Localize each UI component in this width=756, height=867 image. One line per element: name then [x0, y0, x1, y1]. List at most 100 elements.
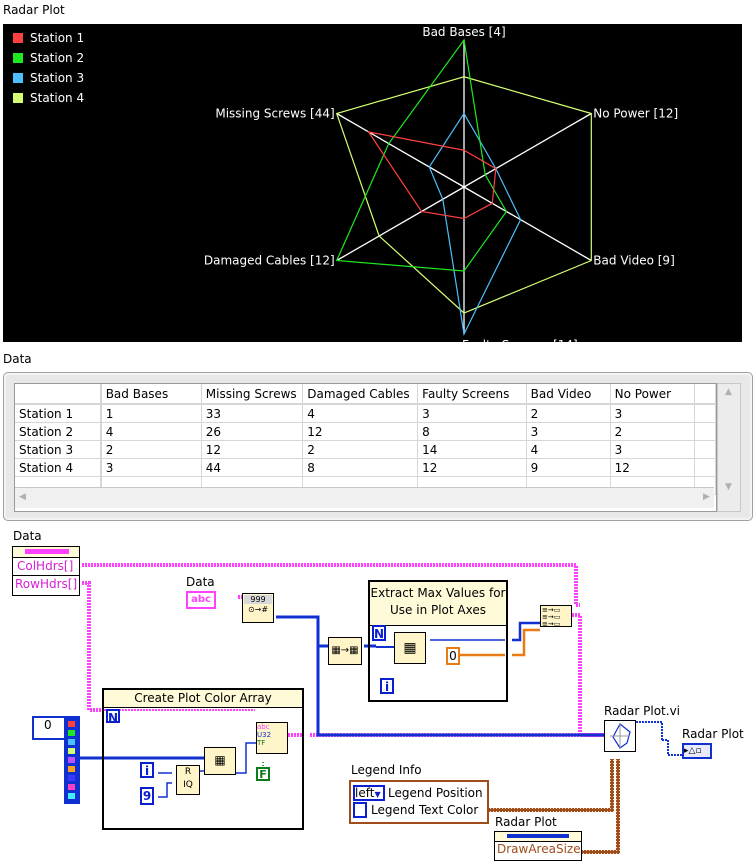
column-header[interactable]: Missing Screws [201, 384, 304, 405]
table-cell[interactable]: 26 [201, 422, 304, 441]
radar-axis-label: Missing Screws [44] [215, 107, 334, 121]
array-max-min-node[interactable]: ▦ [394, 632, 426, 664]
radar-plot[interactable]: Bad Bases [4]No Power [12]Bad Video [9]F… [3, 24, 742, 342]
radar-plot-indicator-terminal[interactable]: ▸△▫ [682, 743, 712, 759]
table-cell[interactable] [694, 404, 716, 423]
column-header[interactable] [15, 384, 102, 405]
column-header[interactable]: Damaged Cables [302, 384, 419, 405]
vertical-scrollbar[interactable]: ▲ ▼ [717, 383, 741, 512]
index-array-node[interactable]: ▦ [204, 747, 236, 775]
loop-count-terminal[interactable]: N [372, 625, 386, 641]
radar-axis-label: Bad Video [9] [593, 254, 674, 268]
table-cell[interactable]: 14 [417, 440, 527, 459]
radar-indicator-label: Radar Plot [682, 727, 744, 741]
row-header[interactable]: Station 2 [15, 422, 102, 441]
cluster-color-bar [25, 549, 69, 554]
rowhdrs-element[interactable]: RowHdrs[] [15, 577, 78, 591]
row-header[interactable]: Station 4 [15, 458, 102, 477]
property-node-label: Radar Plot [495, 815, 557, 829]
table-cell[interactable]: 12 [417, 458, 527, 477]
table-cell[interactable]: 12 [302, 422, 419, 441]
table-cell[interactable]: 12 [610, 458, 696, 477]
legend-label: Station 2 [30, 51, 85, 65]
color-array-constant[interactable] [64, 716, 80, 804]
legend-position-label: Legend Position [388, 786, 483, 800]
table-cell[interactable]: 3 [417, 404, 527, 423]
scroll-down-icon[interactable]: ▼ [725, 482, 732, 492]
table-cell[interactable]: 33 [201, 404, 304, 423]
false-constant[interactable]: F [256, 767, 270, 781]
legend-position-ring[interactable]: left▼ [353, 785, 385, 801]
table-cell[interactable]: 8 [302, 458, 419, 477]
table-cell[interactable]: 2 [610, 422, 696, 441]
radar-axis-line [463, 112, 592, 188]
radar-plot-label: Radar Plot [3, 3, 65, 17]
data-terminal[interactable]: abc [186, 591, 216, 609]
color-array-index[interactable]: 0 [32, 716, 66, 740]
loop-iteration-terminal: i [380, 678, 394, 694]
waveform-icon: ▸△▫ [684, 746, 702, 756]
legend-text-color-box[interactable] [353, 802, 367, 818]
horizontal-scrollbar[interactable]: ◀ ▶ [15, 487, 714, 508]
table-cell[interactable]: 4 [100, 422, 202, 441]
table-cell[interactable]: 3 [100, 458, 202, 477]
loop-count-terminal[interactable]: N [106, 709, 120, 725]
column-header[interactable] [694, 384, 716, 405]
color-swatch [68, 739, 75, 745]
transpose-icon: ▦→▦ [331, 645, 359, 656]
table-cell[interactable]: 4 [526, 440, 611, 459]
radar-plot-subvi[interactable] [604, 720, 636, 752]
column-header[interactable]: No Power [610, 384, 696, 405]
table-cell[interactable]: 8 [417, 422, 527, 441]
table-cell[interactable]: 3 [526, 422, 611, 441]
color-swatch [68, 784, 75, 790]
drawareasize-property[interactable]: DrawAreaSize [497, 842, 581, 856]
scroll-left-icon[interactable]: ◀ [19, 492, 26, 502]
radar-property-node[interactable]: DrawAreaSize [494, 831, 582, 861]
table-cell[interactable]: 2 [100, 440, 202, 459]
for-loop-extract-max[interactable]: Extract Max Values for Use in Plot Axes … [368, 580, 508, 702]
table-cell[interactable] [694, 458, 716, 477]
table-cell[interactable]: 3 [610, 404, 696, 423]
row-header[interactable]: Station 1 [15, 404, 102, 423]
table-cell[interactable]: 4 [302, 404, 419, 423]
zero-constant[interactable]: 0 [446, 647, 460, 665]
column-header[interactable]: Bad Video [526, 384, 611, 405]
table-cell[interactable]: 44 [201, 458, 304, 477]
subvi-label: Radar Plot.vi [604, 704, 681, 718]
table-cell[interactable]: 12 [201, 440, 304, 459]
transpose-array-node[interactable]: ▦→▦ [328, 637, 362, 665]
table-cell[interactable]: 2 [526, 404, 611, 423]
convert-icon: ⊙→# [247, 605, 269, 614]
radar-axis-line [336, 112, 465, 188]
data-terminal-label: Data [186, 575, 215, 589]
bundle-node[interactable]: ≡→▭≡→▭≡→▭ [540, 605, 572, 628]
table-cell[interactable] [694, 440, 716, 459]
scroll-up-icon[interactable]: ▲ [725, 387, 732, 397]
radar-subvi-icon [610, 723, 631, 749]
scroll-right-icon[interactable]: ▶ [703, 492, 710, 502]
nine-constant[interactable]: 9 [140, 787, 154, 805]
table-cell[interactable]: 2 [302, 440, 419, 459]
color-swatch [68, 793, 75, 799]
colhdrs-element[interactable]: ColHdrs[] [17, 559, 74, 573]
column-header[interactable]: Bad Bases [100, 384, 202, 405]
table-cell[interactable]: 3 [610, 440, 696, 459]
table-cell[interactable]: 9 [526, 458, 611, 477]
row-header[interactable]: Station 3 [15, 440, 102, 459]
bundle-plot-attributes-node[interactable]: abc U32 TF [256, 722, 288, 754]
legend-info-cluster[interactable]: left▼ Legend Position Legend Text Color [349, 780, 489, 824]
table-get-values-node[interactable]: 999 ⊙→# [242, 593, 274, 623]
legend-info-label: Legend Info [351, 763, 422, 777]
data-cluster-unbundle[interactable]: ColHdrs[] RowHdrs[] [12, 546, 80, 596]
color-swatch [68, 775, 75, 781]
column-header[interactable]: Faulty Screens [417, 384, 527, 405]
table-cell[interactable] [694, 422, 716, 441]
block-diagram-wires [78, 563, 682, 854]
table-cell[interactable]: 1 [100, 404, 202, 423]
